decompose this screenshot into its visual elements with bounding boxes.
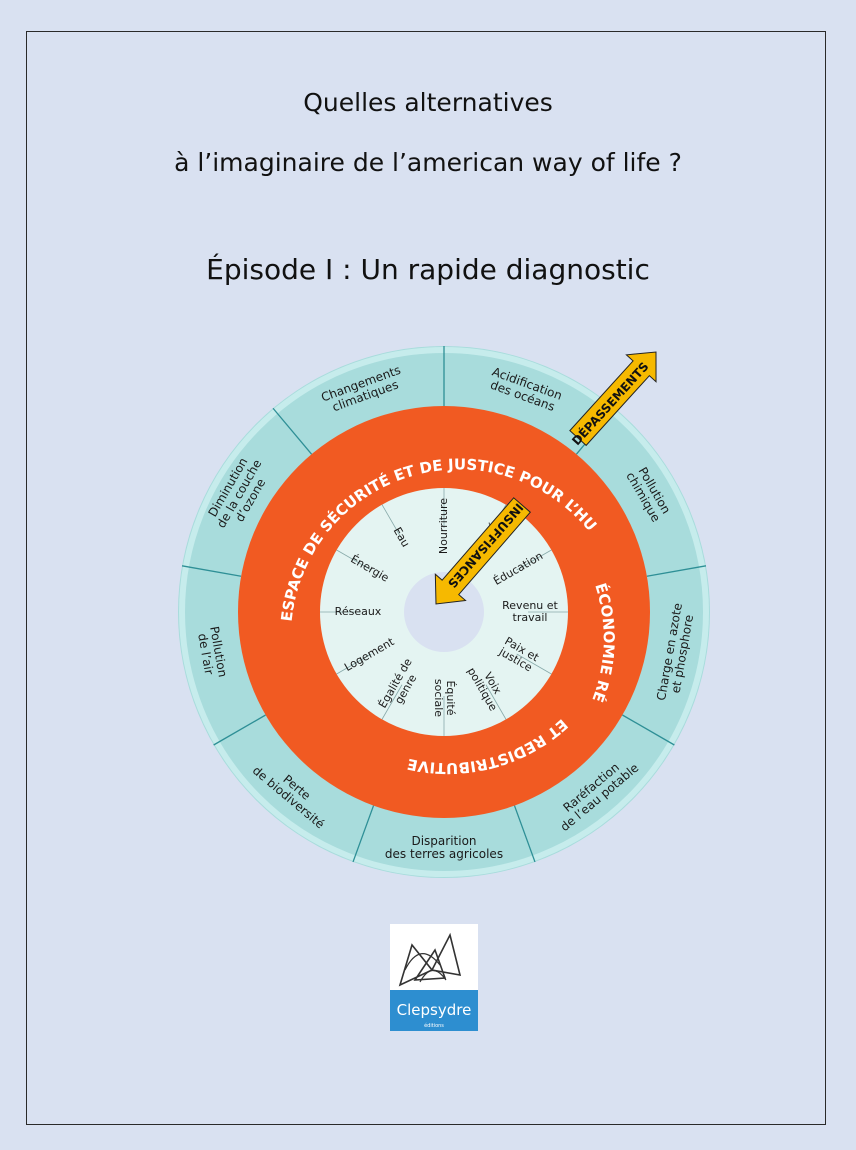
- foundation-divider: [485, 684, 507, 720]
- logo-subtext: éditions: [424, 1022, 444, 1029]
- publisher-logo: Clepsydre éditions: [390, 924, 478, 1031]
- foundation-divider: [516, 653, 552, 675]
- foundation-label: Équitésociale: [432, 679, 457, 717]
- center-hole: [404, 572, 484, 652]
- boundary-divider: [352, 805, 375, 863]
- boundary-divider: [181, 565, 242, 577]
- foundation-label: Nourriture: [437, 498, 450, 554]
- foundation-label: Réseaux: [335, 605, 382, 618]
- boundary-divider: [513, 805, 536, 863]
- boundary-divider: [622, 714, 675, 746]
- foundation-divider: [336, 549, 372, 571]
- foundation-divider: [381, 504, 403, 540]
- boundary-divider: [646, 565, 707, 577]
- boundary-divider: [213, 714, 266, 746]
- book-icon: [398, 932, 462, 987]
- episode-title: Épisode I : Un rapide diagnostic: [206, 253, 650, 286]
- title-line-2: à l’imaginaire de l’american way of life…: [174, 148, 682, 177]
- page-frame: [26, 31, 826, 1125]
- foundation-divider: [336, 653, 372, 675]
- foundation-divider: [381, 684, 403, 720]
- foundation-divider: [516, 549, 552, 571]
- boundary-divider: [272, 407, 313, 455]
- logo-text: Clepsydre: [397, 1001, 472, 1019]
- title-line-1: Quelles alternatives: [303, 88, 553, 117]
